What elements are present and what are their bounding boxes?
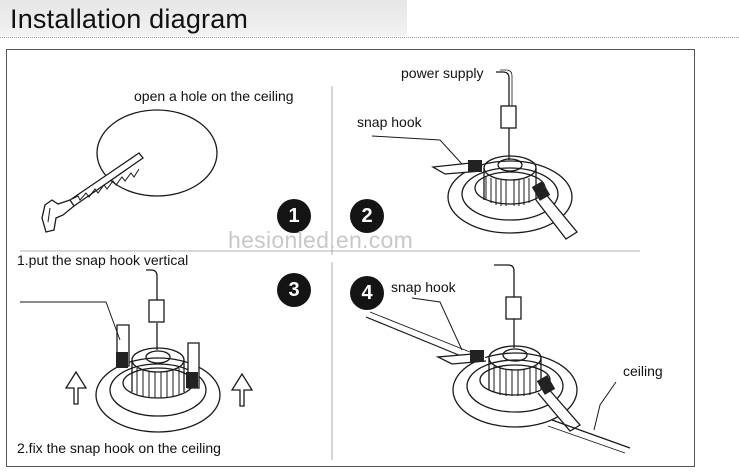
saw-icon [41,152,144,233]
ceiling-hole-drawing [96,109,218,197]
diagram-frame [6,49,695,467]
label-snap-hook-top: snap hook [357,114,422,130]
label-put-vertical: 1.put the snap hook vertical [17,252,189,268]
step-badge-2: 2 [350,199,384,233]
header-divider [0,37,739,38]
label-power-supply: power supply [401,65,484,81]
label-open-hole: open a hole on the ceiling [134,88,294,104]
step-badge-3: 3 [277,273,311,307]
fixture-step3-drawing [20,269,254,433]
label-snap-hook-step4: snap hook [391,279,456,295]
header-band [0,0,407,36]
step-badge-4: 4 [350,276,384,310]
up-arrow-left-icon [64,370,88,405]
watermark: hesionled.en.com [228,227,414,253]
fixture-step4-drawing [365,264,631,454]
label-fix-snap-hook: 2.fix the snap hook on the ceiling [17,440,221,456]
step-badge-1: 1 [277,199,311,233]
label-ceiling: ceiling [623,363,663,379]
fixture-step2-drawing [371,69,578,240]
page-title: Installation diagram [10,4,249,34]
up-arrow-right-icon [230,372,254,407]
